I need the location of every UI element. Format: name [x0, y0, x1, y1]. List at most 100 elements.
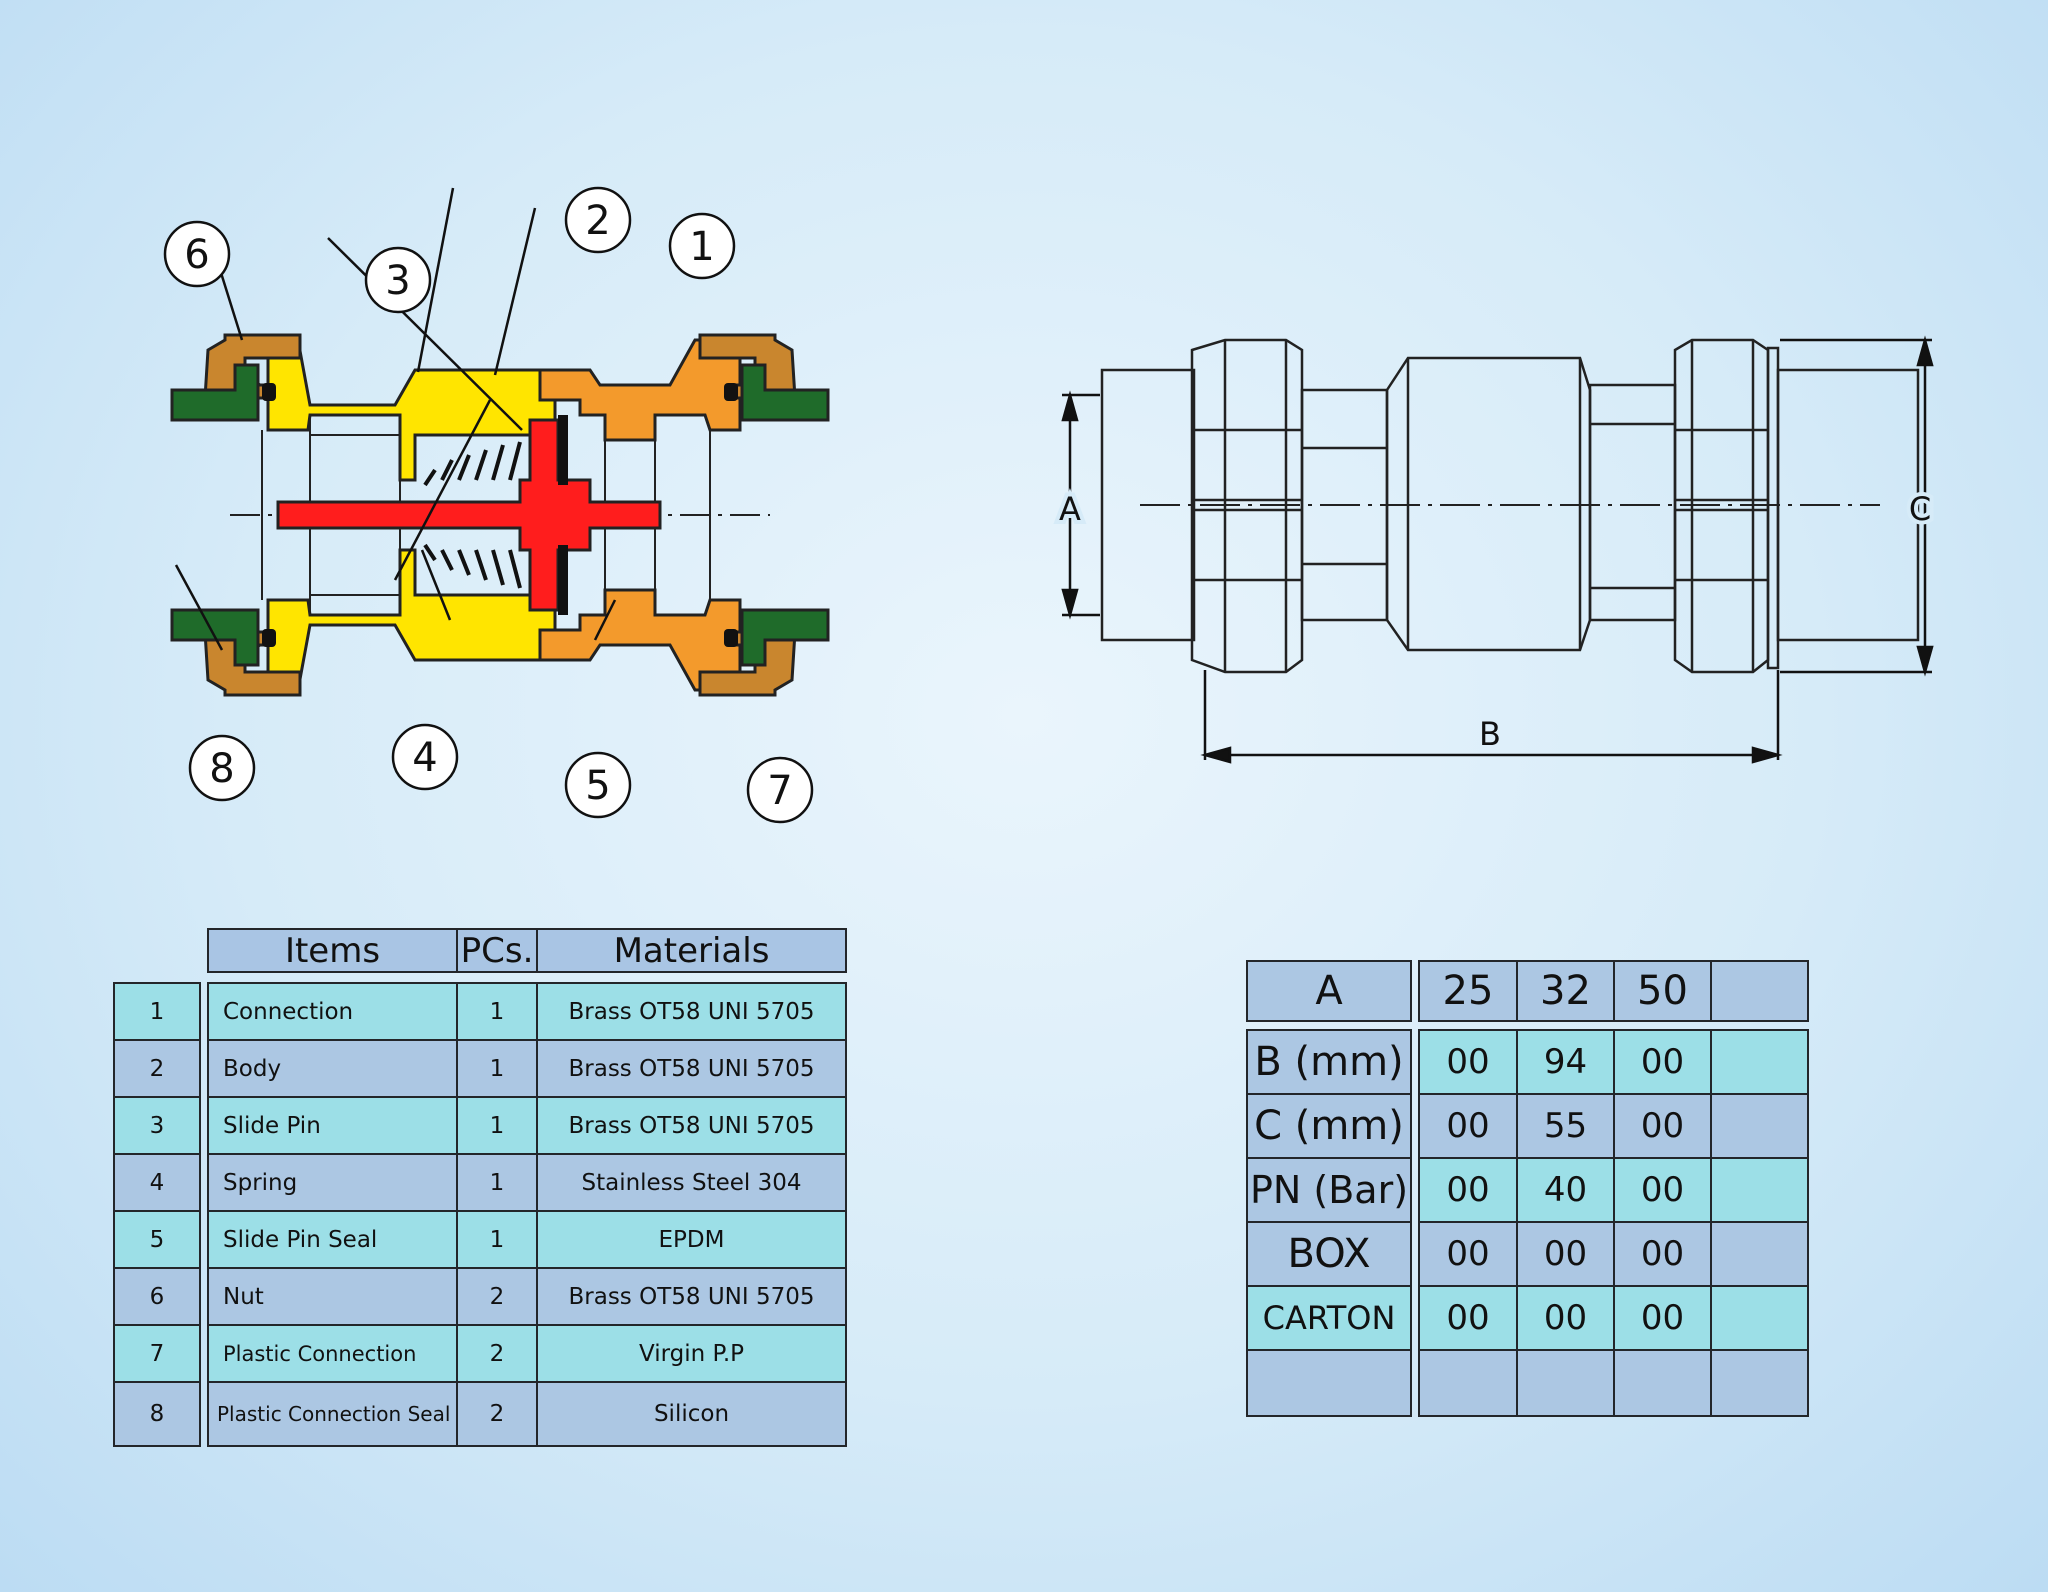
spec-row-label [1246, 1349, 1412, 1417]
spec-row-value [1710, 1093, 1809, 1159]
slide-pin-seal-top [558, 415, 568, 485]
spec-row-value: 00 [1613, 1157, 1712, 1223]
callout-7: 7 [767, 768, 792, 814]
callout-leaders [174, 187, 617, 651]
dimension-c-label: C [1909, 490, 1931, 528]
parts-row-material: Brass OT58 UNI 5705 [536, 1039, 847, 1098]
seal-left-bottom [262, 629, 276, 647]
parts-row-number: 1 [113, 982, 201, 1041]
parts-row-material: Virgin P.P [536, 1324, 847, 1383]
outline-view-diagram: A C B [1055, 335, 1935, 764]
seal-right-bottom [724, 629, 738, 647]
spec-row-value: 00 [1418, 1285, 1518, 1351]
dimension-b [1200, 670, 1783, 764]
spec-row-value: 00 [1613, 1029, 1712, 1095]
parts-row-material: Brass OT58 UNI 5705 [536, 1267, 847, 1326]
spec-row-label: BOX [1246, 1221, 1412, 1287]
parts-row-item: Plastic Connection Seal [207, 1381, 458, 1447]
parts-row-item: Plastic Connection [207, 1324, 458, 1383]
parts-row-item: Slide Pin [207, 1096, 458, 1155]
dimension-a [1061, 390, 1100, 620]
spec-row-label: C (mm) [1246, 1093, 1412, 1159]
callout-5: 5 [585, 763, 610, 809]
parts-row-material: Stainless Steel 304 [536, 1153, 847, 1212]
spec-row-value: 94 [1516, 1029, 1615, 1095]
parts-row-number: 4 [113, 1153, 201, 1212]
parts-row-item: Spring [207, 1153, 458, 1212]
plastic-connection-right-top [740, 363, 830, 422]
callout-2: 2 [585, 198, 610, 244]
parts-row-material: EPDM [536, 1210, 847, 1269]
spec-row-value [1710, 1349, 1809, 1417]
connection-part-top [538, 338, 742, 442]
plastic-connection-right-bottom [740, 608, 830, 667]
parts-row-pcs: 2 [456, 1381, 538, 1447]
connection-part-bottom [538, 588, 742, 692]
spec-row-value: 00 [1418, 1157, 1518, 1223]
spec-row-value: 00 [1613, 1221, 1712, 1287]
spring-part [423, 441, 522, 589]
parts-header-materials: Materials [536, 928, 847, 973]
parts-row-number: 2 [113, 1039, 201, 1098]
parts-row-pcs: 1 [456, 1153, 538, 1212]
plastic-connection-left-top [170, 363, 260, 422]
parts-row-material: Silicon [536, 1381, 847, 1447]
outline-left-end [1100, 368, 1196, 642]
parts-header-pcs: PCs. [456, 928, 538, 973]
callout-8: 8 [209, 746, 234, 792]
parts-row-item: Connection [207, 982, 458, 1041]
callout-3: 3 [385, 258, 410, 304]
parts-row-number: 7 [113, 1324, 201, 1383]
spec-row-value: 00 [1613, 1285, 1712, 1351]
spec-row-value: 00 [1516, 1285, 1615, 1351]
spec-header-value: 50 [1613, 960, 1712, 1022]
spec-row-value [1710, 1285, 1809, 1351]
spec-row-value [1710, 1157, 1809, 1223]
spec-row-label: B (mm) [1246, 1029, 1412, 1095]
spec-row-value [1710, 1221, 1809, 1287]
spec-row-value: 00 [1418, 1093, 1518, 1159]
parts-row-pcs: 1 [456, 1210, 538, 1269]
parts-row-item: Slide Pin Seal [207, 1210, 458, 1269]
spec-header-value: 25 [1418, 960, 1518, 1022]
callout-4: 4 [412, 735, 437, 781]
spec-row-value: 00 [1418, 1221, 1518, 1287]
outline-left-hex [1190, 338, 1304, 674]
spec-row-value [1710, 1029, 1809, 1095]
parts-row-number: 8 [113, 1381, 201, 1447]
dimension-b-label: B [1479, 715, 1501, 753]
sectional-view-diagram [170, 187, 830, 697]
spec-row-value [1516, 1349, 1615, 1417]
parts-row-pcs: 2 [456, 1324, 538, 1383]
parts-row-pcs: 1 [456, 1039, 538, 1098]
parts-row-material: Brass OT58 UNI 5705 [536, 1096, 847, 1155]
parts-row-pcs: 1 [456, 982, 538, 1041]
spec-row-value: 00 [1516, 1221, 1615, 1287]
slide-pin-seal-bottom [558, 545, 568, 615]
spec-row-value: 40 [1516, 1157, 1615, 1223]
parts-header-items: Items [207, 928, 458, 973]
spec-row-value: 00 [1613, 1093, 1712, 1159]
outline-right-end [1766, 346, 1780, 670]
parts-row-pcs: 2 [456, 1267, 538, 1326]
spec-row-value: 00 [1418, 1029, 1518, 1095]
parts-row-number: 3 [113, 1096, 201, 1155]
parts-row-number: 6 [113, 1267, 201, 1326]
spec-row-value: 55 [1516, 1093, 1615, 1159]
parts-row-number: 5 [113, 1210, 201, 1269]
spec-header-value [1710, 960, 1809, 1022]
spec-row-value [1613, 1349, 1712, 1417]
spec-row-label: PN (Bar) [1246, 1157, 1412, 1223]
seal-right-top [724, 383, 738, 401]
spec-header-value: 32 [1516, 960, 1615, 1022]
outline-right-neck [1588, 383, 1677, 622]
spec-header-label: A [1246, 960, 1412, 1022]
parts-row-pcs: 1 [456, 1096, 538, 1155]
parts-row-item: Nut [207, 1267, 458, 1326]
dimension-c [1780, 335, 1934, 677]
parts-row-item: Body [207, 1039, 458, 1098]
spec-row-label: CARTON [1246, 1285, 1412, 1351]
slide-pin-part [276, 418, 662, 612]
dimension-a-label: A [1059, 490, 1081, 528]
spec-row-value [1418, 1349, 1518, 1417]
